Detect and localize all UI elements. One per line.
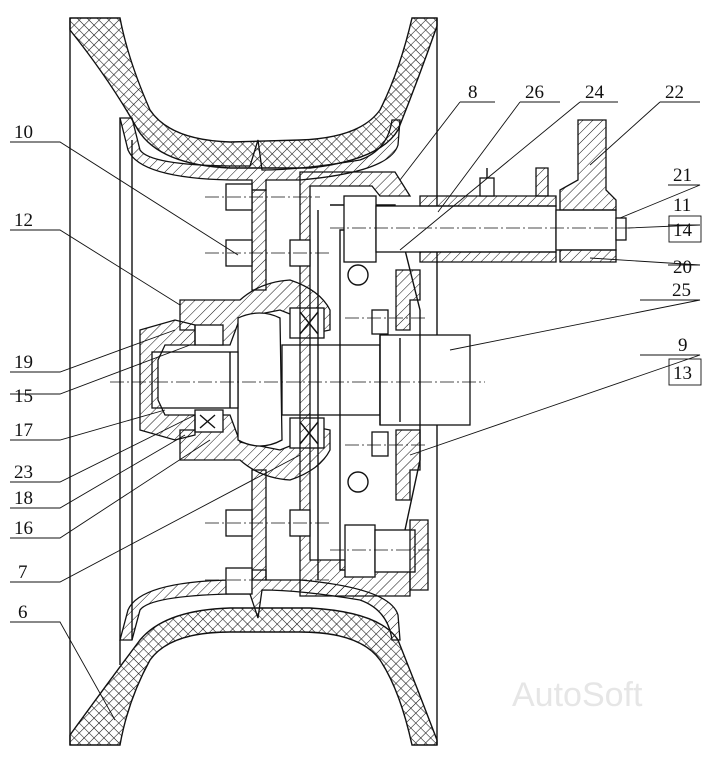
callout-16: 16 xyxy=(14,518,33,539)
leader-lines xyxy=(10,101,702,721)
callout-22: 22 xyxy=(665,82,684,103)
callout-23: 23 xyxy=(14,462,33,483)
callout-10: 10 xyxy=(14,122,33,143)
callout-8: 8 xyxy=(468,82,478,103)
callout-17: 17 xyxy=(14,420,33,441)
callout-6: 6 xyxy=(18,602,28,623)
brake-camshaft xyxy=(343,119,627,263)
callout-12: 12 xyxy=(14,210,33,231)
bearings xyxy=(194,307,325,449)
callout-20: 20 xyxy=(673,257,692,278)
callout-24: 24 xyxy=(585,82,605,103)
axle xyxy=(151,312,471,447)
callout-11: 11 xyxy=(673,195,691,216)
callout-19: 19 xyxy=(14,352,33,373)
callout-25: 25 xyxy=(672,280,691,301)
callouts: 6 7 8 9 10 11 12 13 14 15 16 17 18 19 20… xyxy=(14,82,693,623)
callout-21: 21 xyxy=(673,165,692,186)
brake-expander xyxy=(344,264,429,591)
callout-9: 9 xyxy=(678,335,688,356)
watermark: AutoSoft xyxy=(512,676,643,714)
callout-14: 14 xyxy=(673,220,693,241)
callout-18: 18 xyxy=(14,488,33,509)
centre-lines xyxy=(110,196,630,581)
hub-cap xyxy=(139,319,196,441)
callout-15: 15 xyxy=(14,386,33,407)
callout-13: 13 xyxy=(673,363,692,384)
callout-26: 26 xyxy=(525,82,544,103)
tyre xyxy=(69,17,438,746)
callout-7: 7 xyxy=(18,562,28,583)
